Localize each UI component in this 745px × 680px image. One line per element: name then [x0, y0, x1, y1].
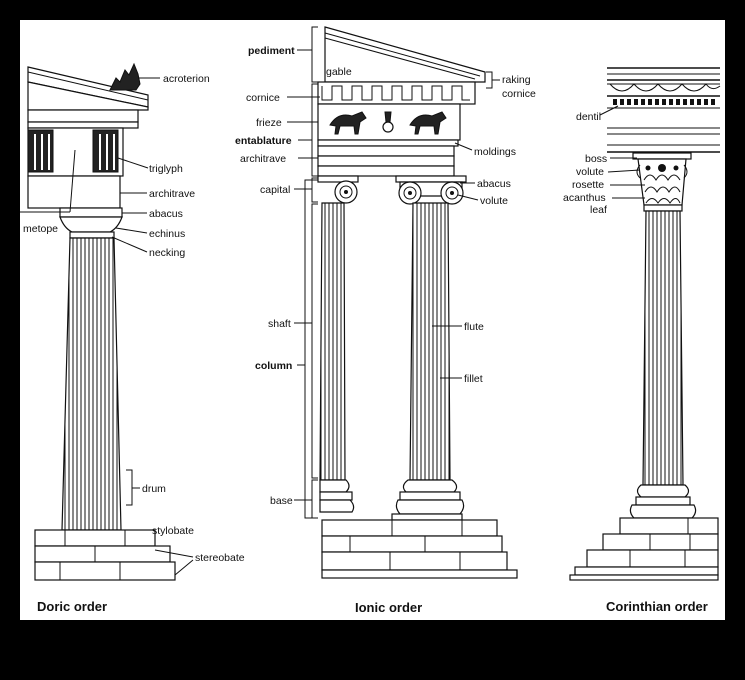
label-rosette: rosette: [572, 179, 604, 191]
label-gable: gable: [326, 66, 352, 78]
label-stereobate: stereobate: [195, 552, 245, 564]
label-necking: necking: [149, 247, 185, 259]
label-doric-abacus: abacus: [149, 208, 183, 220]
frieze-horses: [329, 111, 447, 135]
label-ionic-cornice: cornice: [246, 92, 280, 104]
label-acanthus-leaf: leaf: [590, 204, 607, 216]
label-doric-architrave: architrave: [149, 188, 195, 200]
title-doric-order: Doric order: [37, 599, 107, 614]
label-column: column: [255, 360, 292, 372]
label-metope: metope: [23, 223, 58, 235]
label-flute: flute: [464, 321, 484, 333]
acroterion-ornament: [109, 62, 141, 91]
label-acroterion: acroterion: [163, 73, 210, 85]
label-shaft: shaft: [268, 318, 291, 330]
label-entablature: entablature: [235, 135, 292, 147]
label-boss: boss: [585, 153, 607, 165]
label-raking: raking: [502, 74, 531, 86]
title-corinthian-order: Corinthian order: [606, 599, 708, 614]
label-echinus: echinus: [149, 228, 185, 240]
label-drum: drum: [142, 483, 166, 495]
label-frieze: frieze: [256, 117, 282, 129]
label-base: base: [270, 495, 293, 507]
label-ionic-volute: volute: [480, 195, 508, 207]
label-ionic-abacus: abacus: [477, 178, 511, 190]
label-corinthian-volute: volute: [576, 166, 604, 178]
title-ionic-order: Ionic order: [355, 600, 422, 615]
label-raking-cornice: cornice: [502, 88, 536, 100]
label-pediment: pediment: [248, 45, 295, 57]
label-capital: capital: [260, 184, 290, 196]
label-dentil: dentil: [576, 111, 601, 123]
label-fillet: fillet: [464, 373, 483, 385]
label-stylobate: stylobate: [152, 525, 194, 537]
label-moldings: moldings: [474, 146, 516, 158]
label-acanthus: acanthus: [563, 192, 606, 204]
doric-order-drawing: [20, 62, 194, 581]
ionic-order-drawing: [287, 26, 518, 579]
corinthian-order-drawing: [569, 67, 721, 581]
label-ionic-architrave: architrave: [240, 153, 286, 165]
label-triglyph: triglyph: [149, 163, 183, 175]
